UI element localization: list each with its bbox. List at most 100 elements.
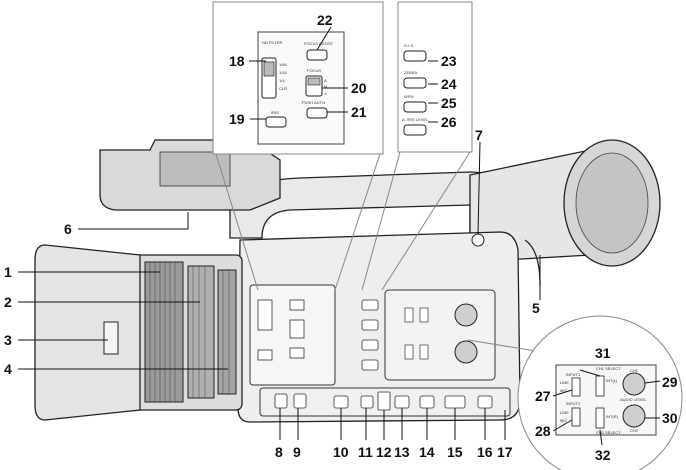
nd-filter-knob — [263, 61, 275, 77]
label-input1: INPUT1 — [566, 372, 581, 377]
leader-lines — [18, 26, 661, 446]
label-mic-1: MIC — [560, 388, 567, 393]
input2-switch-detail — [571, 407, 581, 427]
callout-15: 15 — [447, 444, 463, 460]
push-auto-button-detail — [306, 107, 328, 119]
input2-switch — [404, 344, 414, 360]
label-focus-inf: ∞ — [324, 91, 327, 96]
label-nd-1-4: 1/4 — [279, 78, 285, 83]
label-nd-filter: ND FILTER — [262, 40, 282, 45]
lens-cover-lever — [103, 321, 119, 355]
label-int-l: INT(L) — [606, 378, 618, 383]
callout-25: 25 — [441, 95, 457, 111]
label-ch2-select: CH2 SELECT — [596, 430, 621, 435]
ois-button — [403, 50, 427, 62]
callout-numbers: 1 2 3 4 5 6 7 8 9 10 11 12 13 14 15 16 1… — [4, 12, 678, 463]
label-iris: IRIS — [271, 110, 279, 115]
callout-29: 29 — [662, 374, 678, 390]
label-focus-auto: A — [324, 78, 327, 83]
ch2-select-switch — [419, 344, 429, 360]
callout-10: 10 — [333, 444, 349, 460]
label-input2: INPUT2 — [566, 401, 581, 406]
callout-20: 20 — [351, 80, 367, 96]
callout-1: 1 — [4, 264, 12, 280]
a-iris-level-button — [403, 124, 427, 136]
label-ois: O.I.S. — [404, 43, 414, 48]
callout-8: 8 — [275, 444, 283, 460]
label-zebra: ZEBRA — [404, 70, 418, 75]
zebra-button — [403, 77, 427, 89]
callout-23: 23 — [441, 53, 457, 69]
callout-12: 12 — [376, 444, 392, 460]
push-auto-button — [289, 347, 305, 359]
input1-switch — [404, 307, 414, 323]
inset-lens-side-controls: ND FILTER 1/64 1/16 1/4 CLR IRIS FOCUS A… — [212, 1, 384, 291]
label-wfm: WFM — [404, 94, 414, 99]
callout-21: 21 — [351, 104, 367, 120]
side-button-column — [361, 299, 379, 371]
label-line-2: LINE — [560, 410, 569, 415]
callout-30: 30 — [662, 410, 678, 426]
eyecup-inner — [575, 152, 649, 254]
ch1-select-switch — [419, 307, 429, 323]
label-nd-1-64: 1/64 — [279, 62, 288, 67]
label-ch2: CH2 — [630, 428, 639, 433]
callout-13: 13 — [394, 444, 410, 460]
label-ch1-select: CH1 SELECT — [596, 366, 621, 371]
callout-5: 5 — [532, 300, 540, 316]
label-mic-2: MIC — [560, 418, 567, 423]
callout-16: 16 — [477, 444, 493, 460]
callout-26: 26 — [441, 114, 457, 130]
lcd-panel — [159, 151, 231, 187]
callout-3: 3 — [4, 332, 12, 348]
nd-switch — [257, 299, 273, 331]
focus-switch-knob — [307, 77, 321, 86]
callout-9: 9 — [293, 444, 301, 460]
ch1-select-switch-detail — [595, 375, 605, 397]
ch1-audio-level-knob — [622, 372, 646, 396]
label-focus-assist: FOCUS ASSIST — [304, 41, 334, 46]
audio-panel — [384, 289, 496, 381]
label-push-auto: PUSH AUTO — [302, 100, 325, 105]
ch2-select-switch-detail — [595, 407, 605, 429]
iris-button-detail — [265, 116, 287, 128]
label-nd-1-16: 1/16 — [279, 70, 288, 75]
focus-assist-button — [289, 299, 305, 311]
focus-assist-button-detail — [306, 49, 328, 61]
callout-32: 32 — [595, 447, 611, 463]
callout-14: 14 — [419, 444, 435, 460]
callout-6: 6 — [64, 221, 72, 237]
ring-ridges — [149, 262, 230, 402]
zoom-ring — [187, 265, 215, 399]
ch1-knob — [454, 303, 478, 327]
label-focus: FOCUS — [307, 68, 321, 73]
callout-2: 2 — [4, 294, 12, 310]
callout-28: 28 — [535, 423, 551, 439]
label-ch1: CH1 — [630, 368, 639, 373]
callout-19: 19 — [229, 111, 245, 127]
iris-ring — [217, 269, 237, 395]
camcorder-illustration — [34, 139, 661, 423]
label-int-r: INT(R) — [606, 414, 619, 419]
callout-4: 4 — [4, 361, 12, 377]
callout-27: 27 — [535, 388, 551, 404]
callout-22: 22 — [317, 12, 333, 28]
input1-switch-detail — [571, 377, 581, 397]
lens-hood — [34, 244, 141, 421]
focus-ring — [144, 261, 184, 403]
inset-side-buttons: O.I.S. ZEBRA WFM A. IRIS LEVEL — [361, 1, 473, 291]
callout-18: 18 — [229, 53, 245, 69]
callout-17: 17 — [497, 444, 513, 460]
label-line-1: LINE — [560, 380, 569, 385]
ch2-audio-level-knob — [622, 404, 646, 428]
label-audio-level: AUDIO LEVEL — [620, 397, 647, 402]
callout-31: 31 — [595, 345, 611, 361]
label-nd-clear: CLR — [279, 86, 287, 91]
wfm-button — [403, 101, 427, 113]
label-a-iris-level: A. IRIS LEVEL — [402, 117, 429, 122]
ch2-knob — [454, 340, 478, 364]
callout-11: 11 — [358, 444, 373, 460]
label-focus-manual: M — [324, 84, 327, 89]
iris-button — [257, 349, 273, 361]
